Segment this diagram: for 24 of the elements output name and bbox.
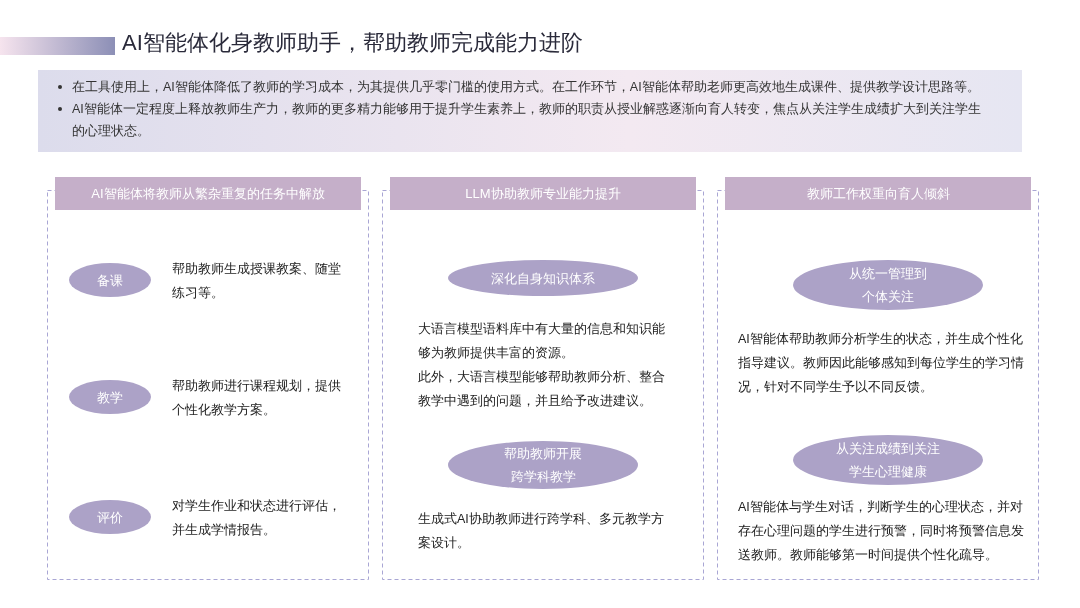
section-header: 教师工作权重向育人倾斜	[725, 177, 1031, 210]
title: AI智能体化身教师助手，帮助教师完成能力进阶	[122, 29, 583, 57]
description-text: 生成式AI协助教师进行跨学科、多元教学方案设计。	[418, 511, 665, 552]
oval-label: 帮助教师开展跨学科教学	[448, 441, 638, 489]
bullet-text: AI智能体一定程度上释放教师生产力，教师的更多精力能够用于提升学生素养上，教师的职责从授业解惑逐渐向育人转变，焦点从关注学生成绩扩大到关注学生的心理状态。	[72, 102, 981, 138]
description-text: AI智能体帮助教师分析学生的状态，并生成个性化指导建议。教师因此能够感知到每位学生的学习情况，针对不同学生予以不同反馈。	[738, 331, 1025, 396]
oval-label: 深化自身知识体系	[448, 260, 638, 296]
description-text: 帮助教师进行课程规划，提供个性化教学方案。	[172, 378, 342, 419]
description-text: 对学生作业和状态进行评估，并生成学情报告。	[172, 498, 342, 539]
oval-label: 备课	[69, 263, 151, 297]
section-panel	[47, 177, 369, 581]
section-header: LLM协助教师专业能力提升	[390, 177, 696, 210]
oval-label: 评价	[69, 500, 151, 534]
description-text: AI智能体与学生对话，判断学生的心理状态，并对存在心理问题的学生进行预警，同时将预警信息发送教师。教师能够第一时间提供个性化疏导。	[738, 499, 1025, 564]
description-text: 大语言模型语料库中有大量的信息和知识能够为教师提供丰富的资源。	[418, 321, 666, 362]
summary-box	[38, 70, 1022, 152]
section-header: AI智能体将教师从繁杂重复的任务中解放	[55, 177, 361, 210]
description-text: 此外，大语言模型能够帮助教师分析、整合教学中遇到的问题，并且给予改进建议。	[418, 369, 666, 410]
oval-label: 教学	[69, 380, 151, 414]
oval-label: 从关注成绩到关注学生心理健康	[793, 435, 983, 485]
section-panel	[717, 177, 1039, 581]
description-text: 帮助教师生成授课教案、随堂练习等。	[172, 261, 342, 302]
section-panel	[382, 177, 704, 581]
bullet-text: 在工具使用上，AI智能体降低了教师的学习成本，为其提供几乎零门槛的使用方式。在工作环节，AI智能体帮助老师更高效地生成课件、提供教学设计思路等。	[72, 80, 980, 94]
